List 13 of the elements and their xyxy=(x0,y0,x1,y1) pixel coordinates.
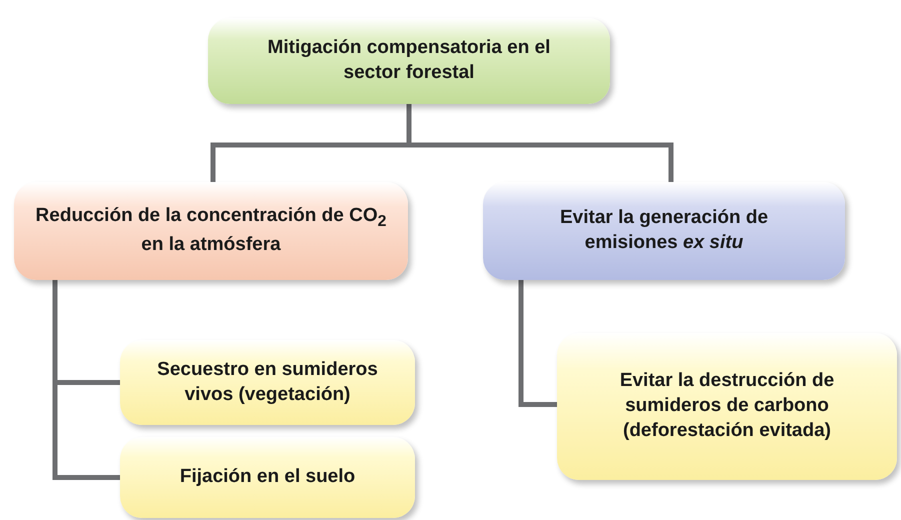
rounded-box xyxy=(120,340,415,425)
box-label: Evitar la destrucción de sumideros de carbono (deforestación evitada) xyxy=(618,369,836,443)
box-label: Reducción de la concentración de CO$_{2}$ en la atmósfera xyxy=(34,204,388,257)
rounded-box xyxy=(208,18,610,104)
rounded-box xyxy=(120,437,415,518)
box-label: Fijación en el suelo xyxy=(178,465,356,490)
connector-line xyxy=(518,280,557,407)
rounded-box xyxy=(557,333,897,480)
rounded-box xyxy=(483,182,845,280)
box-label: Secuestro en sumideros vivos (vegetación) xyxy=(156,358,379,406)
box-label: Evitar la generación de emisiones ex situ xyxy=(558,206,770,255)
box-label: Mitigación compensatoria en el sector forestal xyxy=(266,36,552,85)
rounded-box xyxy=(14,182,408,280)
